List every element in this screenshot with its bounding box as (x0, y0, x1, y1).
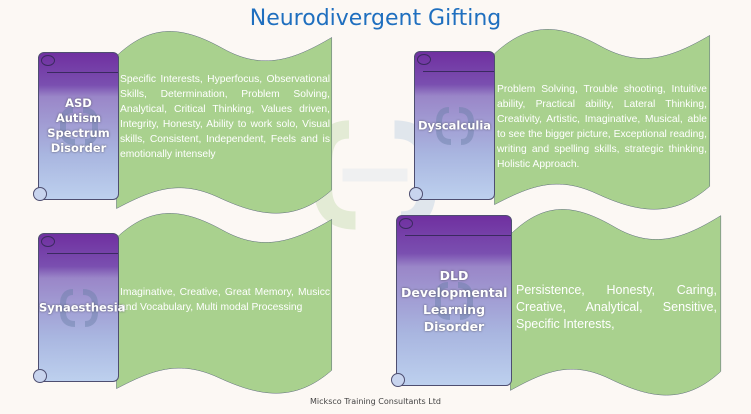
slide-title: Neurodivergent Gifting (249, 6, 502, 31)
logo-icon (59, 107, 98, 145)
footer: Micksco Training Consultants Ltd (310, 397, 441, 406)
logo-icon (435, 106, 474, 145)
dyscalculia-strengths-banner: Problem Solving, Trouble shooting, Intui… (490, 28, 712, 212)
logo-icon (59, 288, 98, 327)
synaesthesia-strengths-text: Imaginative, Creative, Great Memory, Mus… (120, 287, 330, 313)
synaesthesia-strengths-banner: Imaginative, Creative, Great Memory, Mus… (112, 212, 334, 396)
asd-heading: ASD Autism Spectrum Disorder (47, 96, 110, 155)
logo-icon (435, 281, 473, 320)
dld-strengths-text: Persistence, Honesty, Caring, Creative, … (516, 283, 717, 331)
dyscalculia-heading: Dyscalculia (417, 118, 492, 132)
dyscalculia-scroll: Dyscalculia (409, 51, 495, 201)
asd-strengths-banner: Specific Interests, Hyperfocus, Observat… (112, 30, 334, 216)
synaesthesia-heading: Synaesthesia (39, 300, 126, 314)
synaesthesia-scroll: Synaesthesia (33, 233, 126, 383)
asd-scroll: ASD Autism Spectrum Disorder (33, 52, 119, 201)
asd-strengths-text: Specific Interests, Hyperfocus, Observat… (120, 74, 330, 160)
dld-strengths-banner: Persistence, Honesty, Caring, Creative, … (506, 208, 723, 398)
dld-scroll: DLD Developmental Learning Disorder (391, 215, 512, 387)
dld-heading: DLD Developmental Learning Disorder (401, 267, 508, 334)
dyscalculia-strengths-text: Problem Solving, Trouble shooting, Intui… (497, 84, 707, 170)
